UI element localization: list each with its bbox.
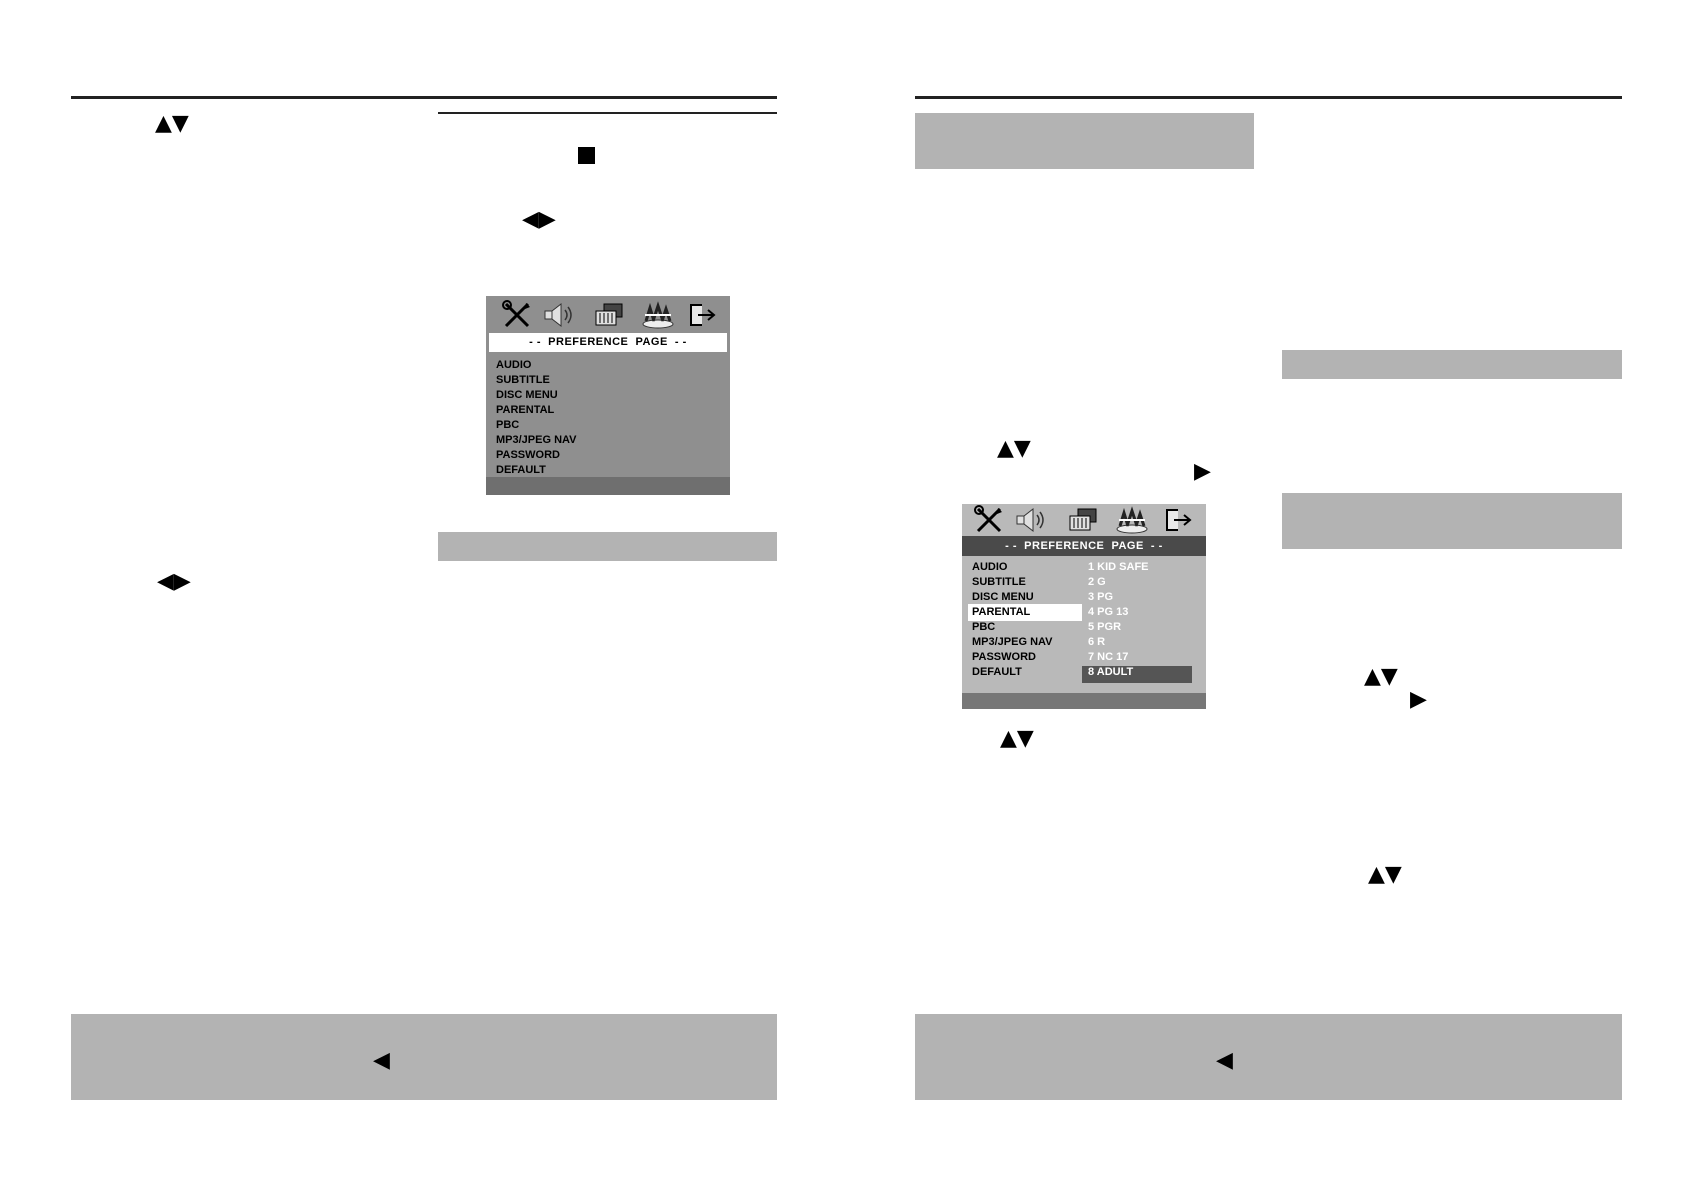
exit-icon — [690, 304, 716, 326]
osd-icon-bar — [486, 296, 730, 336]
video-icon — [1069, 508, 1097, 531]
arrow-left-icon: ◀ — [373, 1048, 390, 1073]
right-footer-bar — [915, 1014, 1622, 1100]
stop-icon — [578, 147, 595, 164]
right-heading-bar-2 — [1282, 493, 1622, 549]
menu-item-audio: AUDIO — [496, 359, 532, 371]
left-column-rule — [438, 112, 777, 114]
speaker-icon — [544, 302, 572, 328]
option-r: 6 R — [1088, 636, 1106, 648]
menu-item-default: DEFAULT — [496, 464, 546, 476]
arrow-left-right-icon: ◀▶ — [157, 569, 191, 594]
menu-item-pbc: PBC — [972, 621, 996, 633]
option-pgr: 5 PGR — [1088, 621, 1122, 633]
arrow-up-down-icon: ▲▼ — [155, 111, 189, 136]
osd-title: - - PREFERENCE PAGE - - — [489, 333, 727, 352]
menu-item-parental: PARENTAL — [496, 404, 555, 416]
parental-setting-screen: - - PREFERENCE PAGE - - AUDIO SUBTITLE D… — [962, 504, 1206, 709]
menu-item-password: PASSWORD — [972, 651, 1036, 663]
menu-item-mp3-jpeg-nav: MP3/JPEG NAV — [972, 636, 1053, 648]
right-heading-bar — [915, 113, 1254, 169]
osd-icon-bar — [962, 504, 1206, 536]
right-page-top-rule — [915, 96, 1622, 99]
option-g: 2 G — [1088, 576, 1106, 588]
option-nc-17: 7 NC 17 — [1088, 651, 1129, 663]
menu-item-subtitle: SUBTITLE — [496, 374, 550, 386]
arrow-left-right-icon: ◀▶ — [522, 207, 556, 232]
right-subheading-bar — [1282, 350, 1622, 379]
arrow-right-icon: ▶ — [1410, 687, 1427, 712]
menu-selection-highlight — [968, 604, 1082, 621]
menu-item-disc-menu: DISC MENU — [972, 591, 1034, 603]
menu-item-audio: AUDIO — [972, 561, 1008, 573]
menu-item-password: PASSWORD — [496, 449, 560, 461]
left-footer-bar — [71, 1014, 777, 1100]
arrow-up-down-icon: ▲▼ — [997, 436, 1031, 461]
option-selection-highlight — [1082, 666, 1192, 683]
osd-footer — [962, 693, 1206, 709]
menu-item-default: DEFAULT — [972, 666, 1022, 678]
preference-icon — [1116, 506, 1148, 534]
parental-options: 1 KID SAFE 2 G 3 PG 4 PG 13 5 PGR 6 R 7 … — [1082, 560, 1149, 680]
video-icon — [595, 303, 623, 326]
preference-icon — [642, 301, 674, 329]
arrow-up-down-icon: ▲▼ — [1364, 664, 1398, 689]
arrow-up-down-icon: ▲▼ — [1368, 862, 1402, 887]
menu-item-disc-menu: DISC MENU — [496, 389, 558, 401]
menu-item-pbc: PBC — [496, 419, 520, 431]
option-kid-safe: 1 KID SAFE — [1088, 561, 1149, 573]
exit-icon — [1166, 509, 1192, 531]
tools-icon — [502, 300, 530, 328]
menu-item-parental: PARENTAL — [972, 606, 1031, 618]
option-adult: 8 ADULT — [1088, 666, 1134, 678]
preference-page-screen: - - PREFERENCE PAGE - - AUDIO SUBTITLE D… — [486, 296, 730, 495]
arrow-up-down-icon: ▲▼ — [1000, 726, 1034, 751]
left-page-top-rule — [71, 96, 777, 99]
option-pg-13: 4 PG 13 — [1088, 606, 1129, 618]
arrow-right-icon: ▶ — [1194, 459, 1211, 484]
menu-item-mp3-jpeg-nav: MP3/JPEG NAV — [496, 434, 577, 446]
menu-item-subtitle: SUBTITLE — [972, 576, 1026, 588]
arrow-left-icon: ◀ — [1216, 1048, 1233, 1073]
option-pg: 3 PG — [1088, 591, 1114, 603]
osd-menu: AUDIO SUBTITLE DISC MENU PARENTAL PBC MP… — [496, 358, 577, 478]
speaker-icon — [1016, 507, 1044, 533]
osd-menu: AUDIO SUBTITLE DISC MENU PARENTAL PBC MP… — [972, 560, 1053, 680]
osd-title: - - PREFERENCE PAGE - - — [962, 536, 1206, 556]
left-section-heading-bar — [438, 532, 777, 561]
osd-footer — [486, 477, 730, 495]
tools-icon — [974, 505, 1002, 533]
